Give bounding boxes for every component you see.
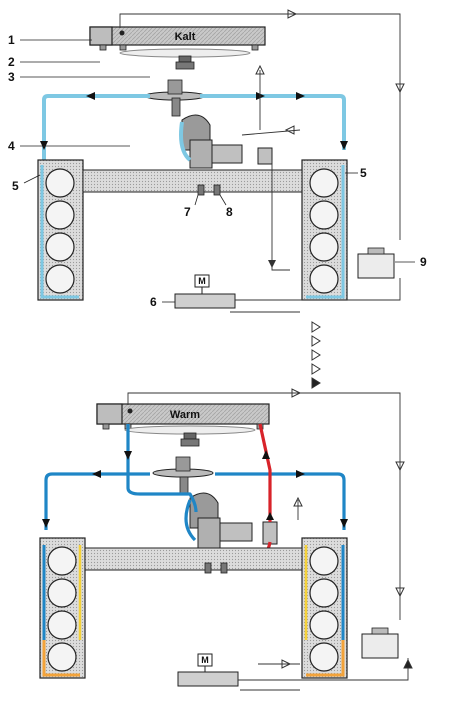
thermostat-housing-cold bbox=[181, 114, 273, 169]
cold-state-diagram: Kalt bbox=[8, 9, 427, 313]
cold-flow-arrows bbox=[40, 92, 348, 150]
thermostat-housing-warm bbox=[189, 492, 278, 549]
drain-valves-cold bbox=[197, 184, 221, 196]
callout-5-left: 5 bbox=[12, 179, 19, 193]
engine-block-warm bbox=[39, 537, 348, 679]
control-lines-cold bbox=[119, 13, 401, 313]
state-label-warm: Warm bbox=[170, 409, 200, 421]
callout-4: 4 bbox=[8, 139, 15, 153]
warm-state-diagram: Warm bbox=[39, 388, 413, 691]
drain-valves-warm bbox=[204, 562, 228, 574]
fan-warm-icon bbox=[124, 425, 256, 447]
aux-pump-cold: M bbox=[174, 274, 236, 309]
callout-1: 1 bbox=[8, 33, 15, 47]
motor-label-cold: M bbox=[198, 276, 206, 286]
callout-2: 2 bbox=[8, 55, 15, 69]
radiator-warm: Warm bbox=[96, 403, 270, 430]
control-unit-cold bbox=[357, 247, 395, 279]
water-pump-pulley-warm bbox=[152, 456, 214, 496]
warm-coolant-loop-blue bbox=[44, 424, 346, 542]
radiator-cold: Kalt bbox=[89, 26, 266, 51]
callout-5-right: 5 bbox=[360, 166, 367, 180]
fan-cold-icon bbox=[119, 48, 251, 70]
control-arrows-warm bbox=[281, 388, 413, 669]
aux-pump-warm: M bbox=[177, 653, 239, 687]
callout-8: 8 bbox=[226, 205, 233, 219]
callout-9: 9 bbox=[420, 255, 427, 269]
control-unit-warm bbox=[361, 627, 399, 659]
callout-3: 3 bbox=[8, 70, 15, 84]
callout-6: 6 bbox=[150, 295, 157, 309]
callout-leaders-cold bbox=[20, 39, 415, 303]
flow-marker-column bbox=[311, 321, 321, 389]
callout-7: 7 bbox=[184, 205, 191, 219]
water-pump-pulley-cold bbox=[144, 79, 206, 117]
engine-block-cold bbox=[37, 159, 348, 301]
motor-label-warm: M bbox=[201, 655, 209, 665]
control-arrows-cold bbox=[255, 9, 405, 268]
state-label-cold: Kalt bbox=[175, 31, 196, 43]
